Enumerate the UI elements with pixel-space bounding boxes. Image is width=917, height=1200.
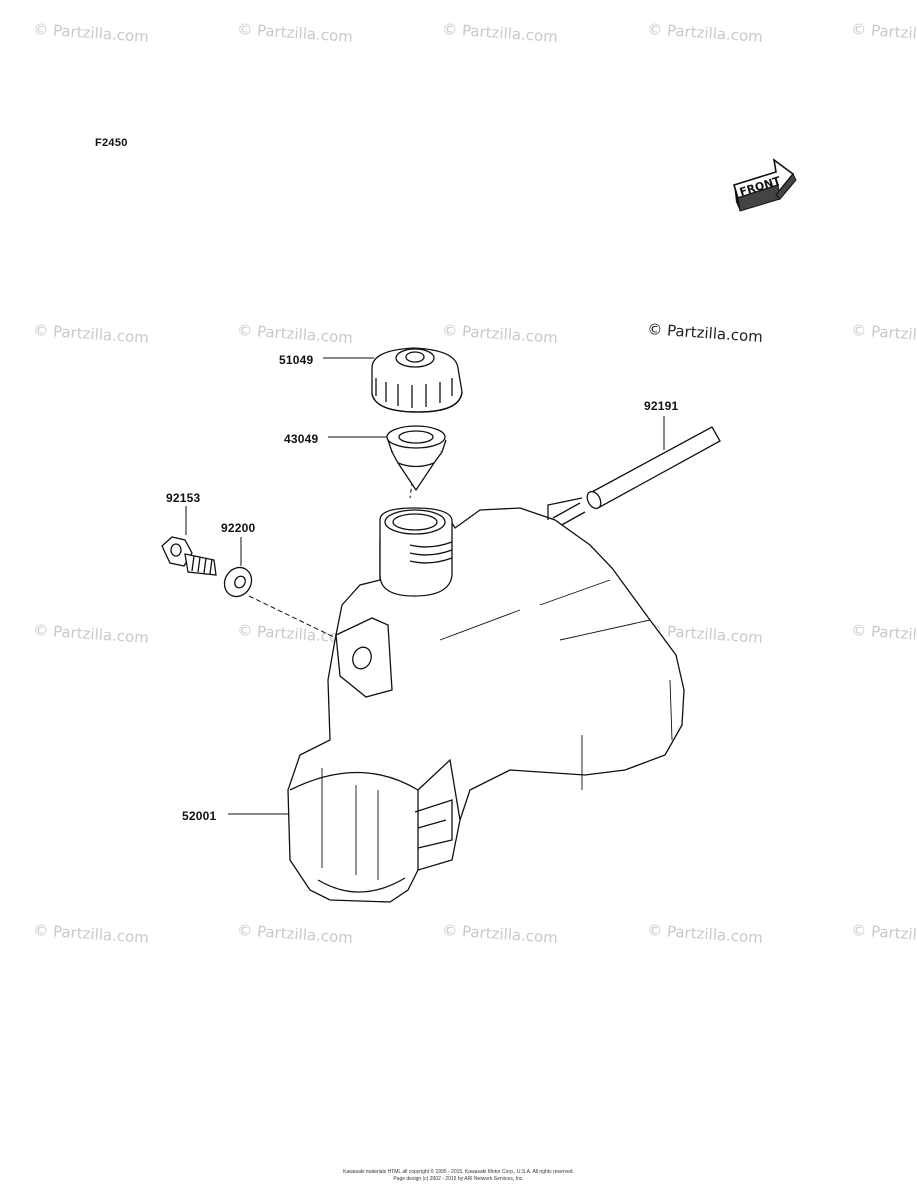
breather-tube-part[interactable] bbox=[552, 426, 721, 528]
part-label-92200[interactable]: 92200 bbox=[221, 521, 256, 535]
strainer-part[interactable] bbox=[386, 425, 447, 492]
bolt-part[interactable] bbox=[161, 536, 217, 576]
copyright-line: Kawasaki materials HTML all copyright © … bbox=[343, 1169, 574, 1175]
front-arrow-icon: FRONT bbox=[733, 158, 797, 212]
part-label-92153[interactable]: 92153 bbox=[166, 491, 201, 505]
fuel-tank-part[interactable] bbox=[287, 497, 685, 903]
part-label-51049[interactable]: 51049 bbox=[279, 353, 314, 367]
figure-code: F2450 bbox=[95, 137, 128, 149]
copyright-footer: Kawasaki materials HTML all copyright © … bbox=[0, 1169, 917, 1183]
part-label-43049[interactable]: 43049 bbox=[284, 432, 319, 446]
copyright-line: Page design (c) 2002 - 2015 by ARI Netwo… bbox=[393, 1176, 524, 1182]
filler-cap-part[interactable] bbox=[371, 347, 463, 413]
washer-part[interactable] bbox=[219, 563, 257, 602]
part-label-52001[interactable]: 52001 bbox=[182, 809, 217, 823]
part-label-92191[interactable]: 92191 bbox=[644, 399, 679, 413]
